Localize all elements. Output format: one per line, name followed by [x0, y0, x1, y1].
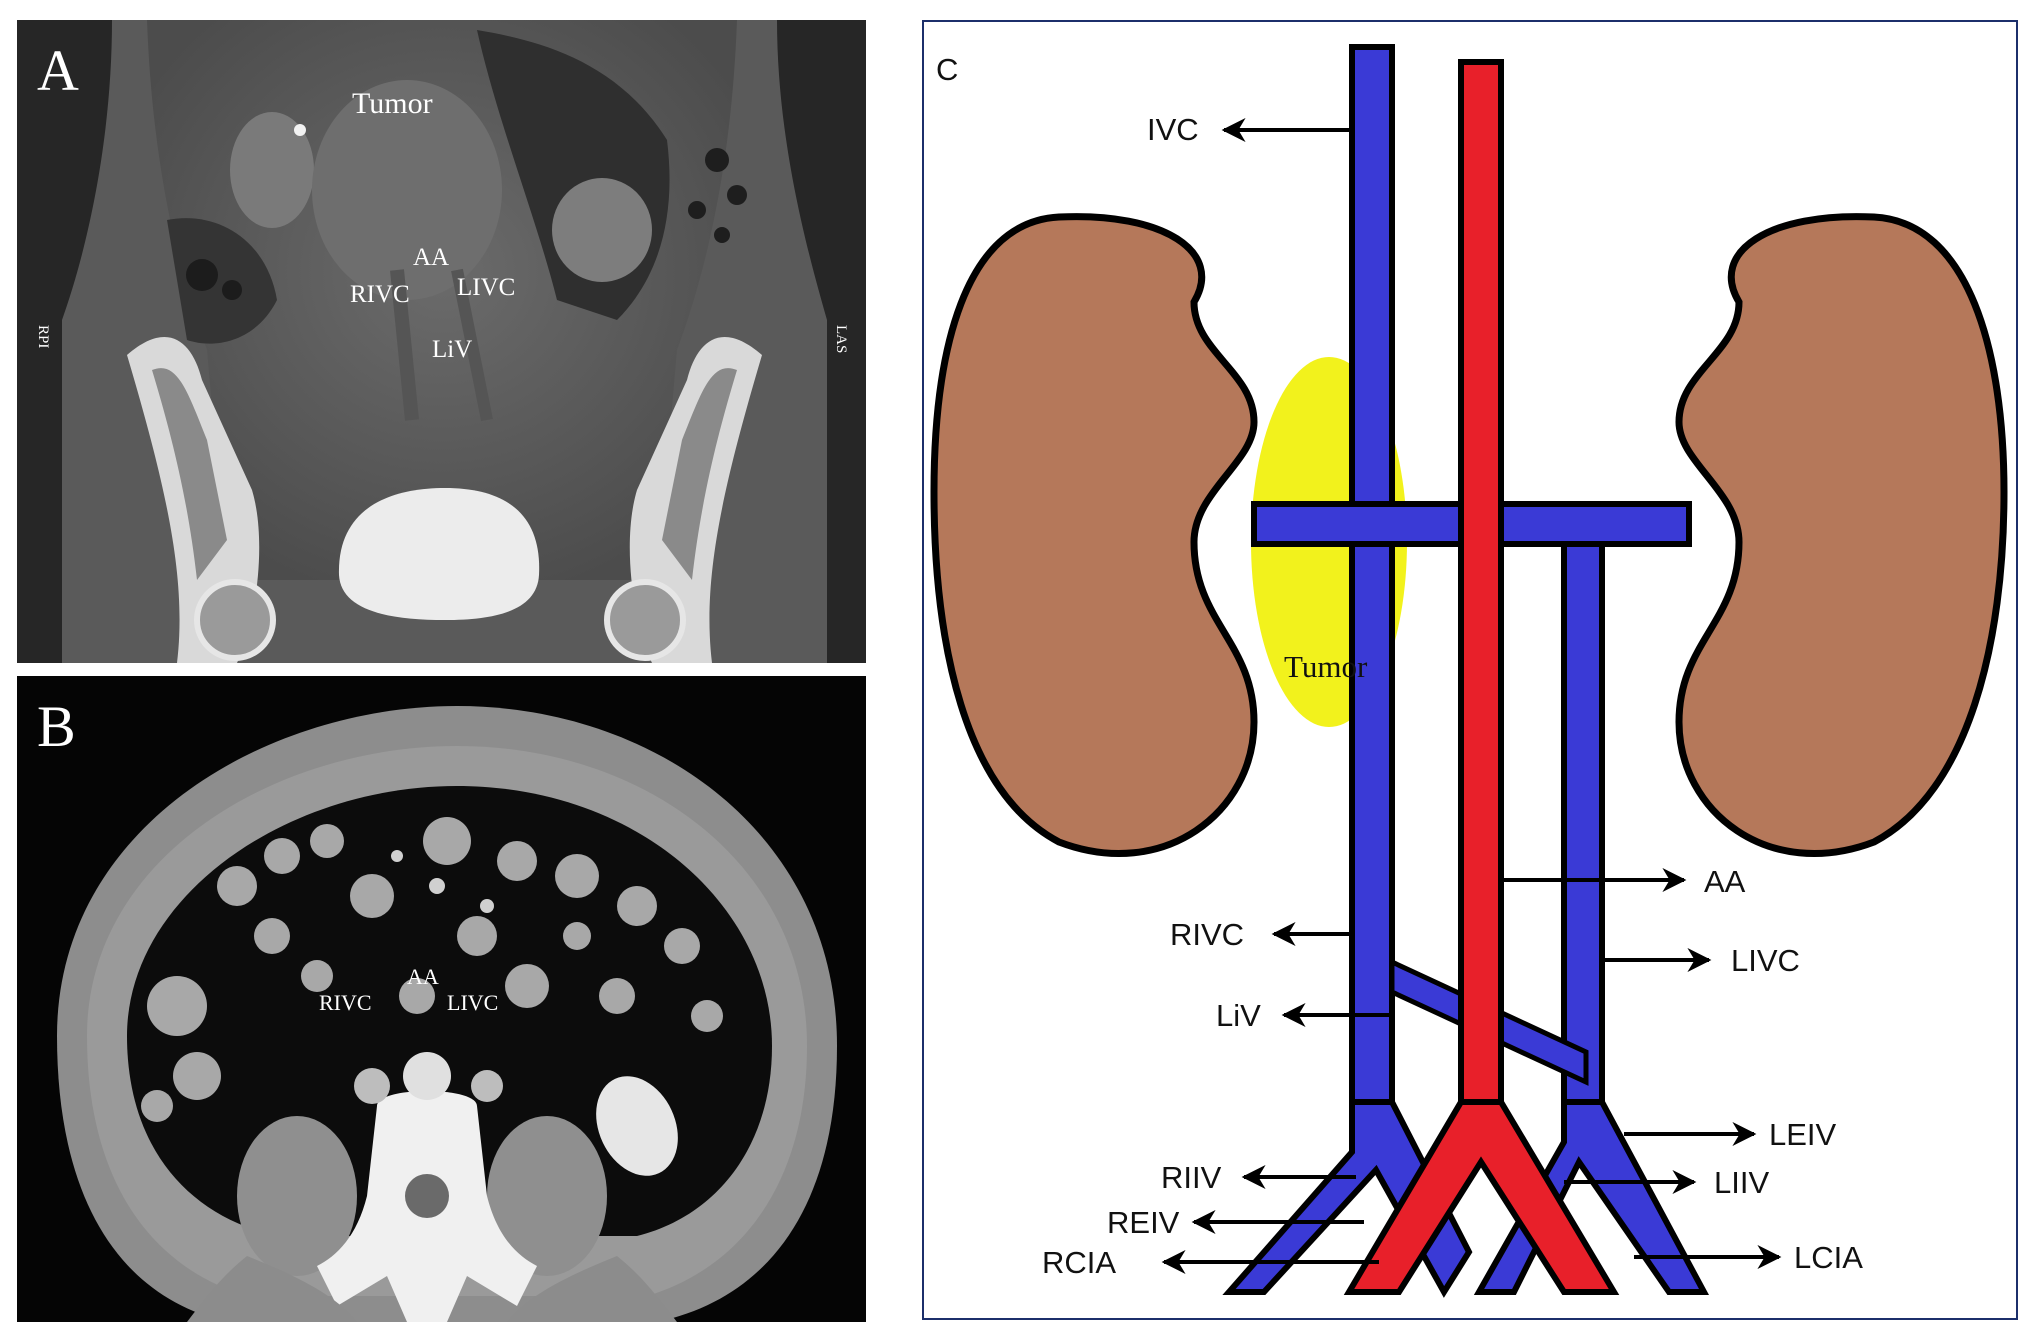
vascular-schematic: C	[930, 44, 2008, 1298]
label-livc: LIVC	[1731, 943, 1800, 978]
label-tumor: Tumor	[1284, 649, 1368, 684]
label-livc: LIVC	[447, 990, 498, 1015]
label-liv: LiV	[1216, 998, 1261, 1033]
left-ivc-vessel	[1561, 539, 1605, 1110]
right-iliac-veins	[1222, 1099, 1473, 1298]
label-aa: AA	[407, 964, 439, 989]
label-aa: AA	[413, 244, 449, 271]
right-ivc-vessel	[1349, 44, 1395, 1110]
label-aa: AA	[1704, 864, 1746, 899]
left-kidney	[1675, 213, 2008, 857]
panel-c-schematic: C	[922, 20, 2018, 1320]
side-marker-right: LAS	[833, 325, 849, 353]
label-tumor: Tumor	[352, 87, 433, 120]
right-kidney	[930, 213, 1258, 857]
label-ivc: IVC	[1147, 112, 1199, 147]
label-rivc: RIVC	[319, 990, 372, 1015]
coronal-ct-image: RPI LAS A Tumor AA RIVC LIVC LiV	[17, 20, 866, 663]
panel-letter-c: C	[936, 52, 958, 87]
label-liiv: LIIV	[1714, 1165, 1769, 1200]
panel-letter-a: A	[37, 38, 79, 103]
label-reiv: REIV	[1107, 1205, 1180, 1240]
axial-ct-image: B AA RIVC LIVC	[17, 676, 866, 1322]
label-rivc: RIVC	[350, 281, 410, 308]
side-marker-left: RPI	[35, 325, 51, 348]
abdominal-aorta	[1458, 59, 1504, 1110]
iliac-arteries	[1343, 1099, 1620, 1295]
panel-a-coronal-ct: RPI LAS A Tumor AA RIVC LIVC LiV	[17, 20, 866, 663]
label-liv: LiV	[432, 336, 472, 363]
label-rcia: RCIA	[1042, 1245, 1116, 1280]
panel-letter-b: B	[37, 694, 76, 759]
label-leiv: LEIV	[1769, 1117, 1837, 1152]
label-riiv: RIIV	[1161, 1160, 1222, 1195]
label-livc: LIVC	[457, 274, 515, 301]
label-lcia: LCIA	[1794, 1240, 1863, 1275]
panel-b-axial-ct: B AA RIVC LIVC	[17, 676, 866, 1322]
label-rivc: RIVC	[1170, 917, 1244, 952]
